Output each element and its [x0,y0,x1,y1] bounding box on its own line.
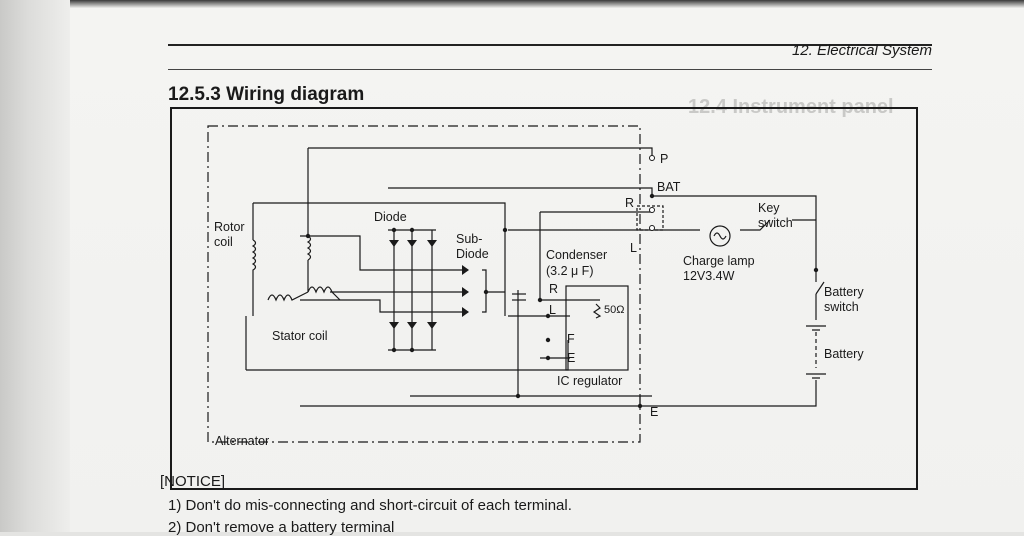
terminal-p-label: P [660,152,669,166]
diode-label: Diode [374,210,407,224]
ic-regulator-box [565,285,629,371]
rotor-coil-symbol [251,235,312,274]
wire-p [308,147,653,158]
battery-label: Battery [824,347,864,361]
book-gutter [0,0,70,532]
wire-stator-3 [300,299,468,313]
resistor-label: 50Ω [604,304,625,316]
sub-diode-label: Sub- Diode [456,232,489,261]
wire-rotor-top [253,202,506,316]
notice-heading: [NOTICE] [160,473,226,490]
rotor-coil-label: Rotor coil [214,220,245,249]
wire-ground [300,380,817,407]
diagram-frame [170,107,918,490]
terminal-e-label: E [567,351,576,365]
battery-switch-label: Battery switch [824,285,864,314]
page-top-shadow [70,0,1024,8]
battery-cell-1 [806,325,826,331]
stator-coil-symbol [267,260,341,302]
diode-icon [407,322,417,329]
terminal-bat-label: BAT [657,180,681,194]
notice-item-2: 2) Don't remove a battery terminal [168,519,395,536]
stator-coil-label: Stator coil [272,329,328,343]
sub-diode-icon [462,265,469,275]
terminal-markers [649,155,655,231]
wire-ic-f [246,340,569,371]
charge-lamp-rating: 12V3.4W [683,269,735,283]
junction-dots [305,193,819,409]
diode-icon [389,240,399,247]
sub-diode-icon [462,287,469,297]
condenser-label: Condenser [546,248,608,262]
charge-lamp-symbol [709,225,731,247]
terminal-f-label: F [567,332,575,346]
terminal-e-bottom-label: E [650,405,659,419]
page [70,0,1024,532]
battery-switch-blade [815,281,825,295]
resistor-50 [592,303,602,319]
wire-stator-1 [300,235,468,271]
wire-bat [388,187,653,198]
diode-icon [407,240,417,247]
diode-symbols [389,240,469,329]
notice-item-1: 1) Don't do mis-connecting and short-cir… [168,497,572,514]
alternator-boundary [207,125,641,443]
section-title: 12.5.3 Wiring diagram [168,84,365,105]
key-switch-label: Key switch [758,201,793,230]
terminal-r-label: R [549,282,559,296]
terminal-l-top-label: L [630,241,637,255]
header-rule-lower [168,69,932,70]
sub-diode-icon [462,307,469,317]
terminal-r-top-label: R [625,196,635,210]
header-rule [168,44,932,46]
wire-lamp-key [740,219,771,231]
condenser-value-label: (3.2 μ F) [546,264,594,278]
diode-icon [389,322,399,329]
charge-lamp-label: Charge lamp [683,254,755,268]
diode-icon [427,240,437,247]
ic-regulator-label: IC regulator [557,374,623,388]
battery-cell-2 [806,373,826,379]
terminal-l-label: L [549,303,556,317]
alternator-label: Alternator [215,434,270,448]
diode-icon [427,322,437,329]
chapter-header: 12. Electrical System [791,42,932,59]
